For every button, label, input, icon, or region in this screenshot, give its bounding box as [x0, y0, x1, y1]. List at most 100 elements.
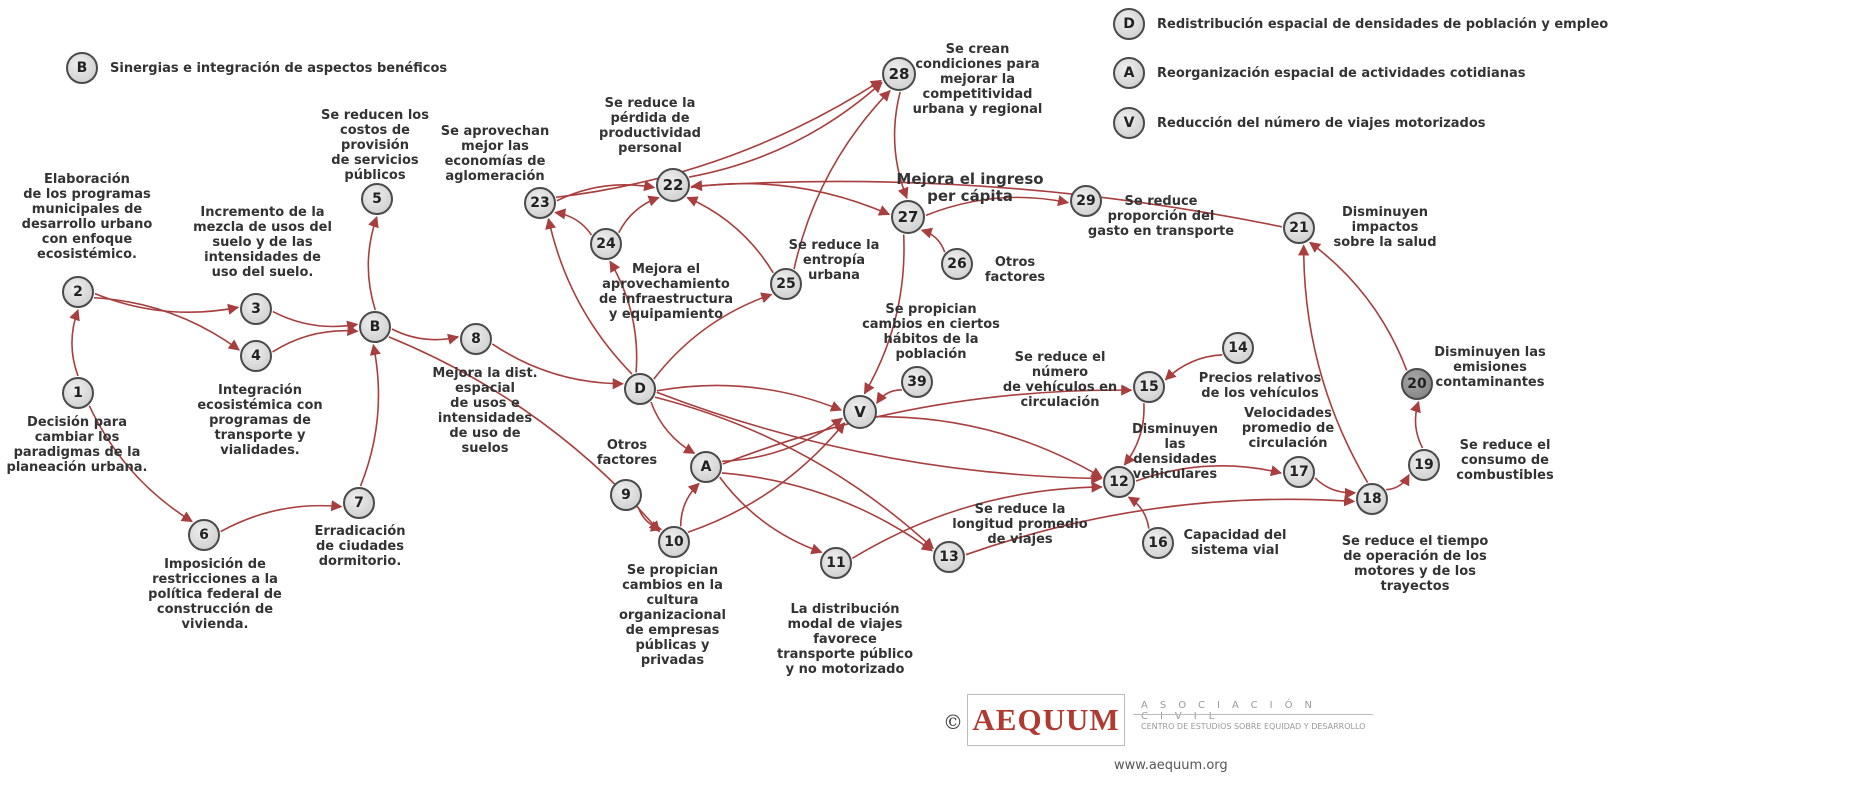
- label-node-12: Disminuyen las densidades vehiculares: [1131, 422, 1219, 482]
- node-5: 5: [361, 183, 393, 215]
- legend-v-icon: V: [1113, 107, 1145, 139]
- label-node-7: Erradicación de ciudades dormitorio.: [314, 524, 406, 569]
- logo-tagline: ASOCIACIÓN CIVIL: [1141, 700, 1324, 722]
- label-node-8: Mejora la dist. espacial de usos e inten…: [432, 366, 538, 456]
- legend-b-icon: B: [66, 52, 98, 84]
- node-25: 25: [770, 268, 802, 300]
- node-7: 7: [343, 487, 375, 519]
- edge-3-to-B: [272, 310, 359, 332]
- label-node-6: Imposición de restricciones a la polític…: [148, 557, 282, 632]
- node-6: 6: [188, 519, 220, 551]
- legend-a-icon: A: [1113, 57, 1145, 89]
- node-22: 22: [656, 168, 690, 202]
- legend-item-a: A Reorganización espacial de actividades…: [1113, 57, 1526, 89]
- node-17: 17: [1283, 456, 1315, 488]
- node-1: 1: [62, 377, 94, 409]
- label-node-19: Se reduce el consumo de combustibles: [1456, 438, 1554, 483]
- edge-B-to-5: [367, 215, 379, 311]
- legend-d-text: Redistribución espacial de densidades de…: [1157, 16, 1609, 32]
- edge-13-to-18: [965, 495, 1356, 556]
- legend-item-v: V Reducción del número de viajes motoriz…: [1113, 107, 1486, 139]
- edge-D-to-23: [545, 217, 633, 375]
- label-node-39: Se propician cambios en ciertos hábitos …: [862, 302, 1000, 362]
- edge-20-to-21: [1308, 241, 1408, 371]
- label-node-29: Se reduce proporción del gasto en transp…: [1087, 194, 1235, 239]
- node-13: 13: [933, 541, 965, 573]
- label-node-21: Disminuyen impactos sobre la salud: [1333, 205, 1437, 250]
- label-node-13: Se reduce la longitud promedio de viajes: [952, 502, 1088, 547]
- edge-25-to-22: [686, 196, 774, 274]
- label-node-11: La distribución modal de viajes favorece…: [776, 602, 913, 677]
- edge-24-to-22: [618, 195, 660, 234]
- label-node-24: Mejora el aprovechamiento de infraestruc…: [599, 262, 733, 322]
- edge-2-to-4: [93, 296, 240, 351]
- label-node-9: Otros factores: [596, 438, 658, 468]
- edge-V-to-12: [877, 415, 1103, 478]
- edge-6-to-7: [220, 500, 343, 533]
- node-16: 16: [1142, 527, 1174, 559]
- node-4: 4: [240, 340, 272, 372]
- node-20: 20: [1401, 368, 1433, 400]
- edge-A-to-V: [721, 417, 844, 463]
- edge-10-to-V: [687, 422, 846, 534]
- edge-22-to-27: [690, 182, 891, 216]
- edge-1-to-6: [88, 405, 194, 523]
- edge-7-to-B: [359, 343, 381, 487]
- label-node-2: Elaboración de los programas municipales…: [21, 172, 153, 262]
- legend-b-text: Sinergias e integración de aspectos bené…: [110, 60, 448, 76]
- edge-D-to-25: [653, 292, 773, 380]
- edge-B-to-8: [391, 328, 460, 345]
- edge-25-to-28: [793, 89, 891, 270]
- edge-18-to-21: [1298, 244, 1369, 483]
- node-b: B: [359, 311, 391, 343]
- edge-9-to-10: [637, 506, 663, 532]
- legend-item-d: D Redistribución espacial de densidades …: [1113, 8, 1608, 40]
- edge-19-to-20: [1410, 400, 1424, 449]
- legend-d-icon: D: [1113, 8, 1145, 40]
- label-node-18: Se reduce el tiempo de operación de los …: [1341, 534, 1489, 594]
- edge-27-to-29: [925, 195, 1070, 217]
- edge-18-to-19: [1386, 473, 1410, 491]
- label-node-16: Capacidad del sistema vial: [1183, 528, 1287, 558]
- node-24: 24: [590, 228, 622, 260]
- node-15: 15: [1133, 371, 1165, 403]
- edge-D-to-A: [650, 401, 696, 454]
- label-node-14: Precios relativos de los vehículos: [1198, 371, 1322, 401]
- node-28: 28: [882, 57, 916, 91]
- edge-D-to-V: [656, 384, 843, 412]
- edge-17-to-18: [1314, 477, 1357, 499]
- edge-23-to-22: [556, 180, 656, 202]
- node-23: 23: [524, 187, 556, 219]
- label-node-25: Se reduce la entropía urbana: [788, 238, 880, 283]
- edge-D-to-24: [609, 260, 638, 373]
- node-a: A: [690, 451, 722, 483]
- label-node-28: Se crean condiciones para mejorar la com…: [912, 42, 1043, 117]
- node-29: 29: [1070, 185, 1102, 217]
- legend-item-b: B Sinergias e integración de aspectos be…: [66, 52, 447, 84]
- edge-12-to-17: [1135, 465, 1283, 482]
- aequum-logo: © AEQUUM ASOCIACIÓN CIVIL CENTRO DE ESTU…: [943, 694, 1373, 752]
- edge-D-to-13: [654, 396, 935, 550]
- edge-D-to-12: [656, 391, 1103, 484]
- label-node-27: Mejora el ingreso per cápita: [896, 170, 1044, 205]
- node-18: 18: [1356, 483, 1388, 515]
- node-8: 8: [460, 323, 492, 355]
- label-node-15: Se reduce el número de vehículos en circ…: [1002, 350, 1118, 410]
- node-3: 3: [240, 293, 272, 325]
- edge-24-to-23: [554, 208, 593, 236]
- node-21: 21: [1283, 212, 1315, 244]
- label-node-20: Disminuyen las emisiones contaminantes: [1434, 345, 1546, 390]
- edge-22-to-28: [689, 81, 883, 178]
- label-node-26: Otros factores: [984, 255, 1046, 285]
- label-node-4: Integración ecosistémica con programas d…: [197, 383, 323, 458]
- label-node-23: Se aprovechan mejor las economías de agl…: [440, 124, 550, 184]
- label-node-22: Se reduce la pérdida de productividad pe…: [599, 96, 701, 156]
- edge-A-to-13: [721, 472, 934, 552]
- node-2: 2: [62, 276, 94, 308]
- edge-10-to-A: [679, 482, 700, 527]
- edge-23-to-28: [555, 79, 883, 199]
- edge-27-to-V: [863, 234, 905, 395]
- edge-21-to-22: [690, 180, 1283, 228]
